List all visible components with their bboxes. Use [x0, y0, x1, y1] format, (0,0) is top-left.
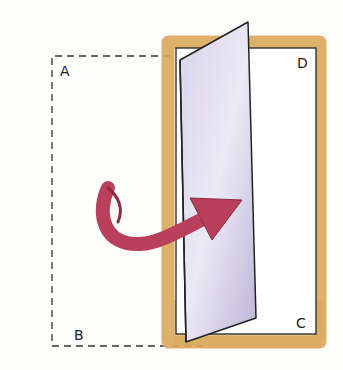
- turn-arrow: [103, 188, 205, 244]
- corner-letter: C: [296, 316, 306, 330]
- arrow-head: [190, 198, 242, 240]
- arrow-curl: [108, 188, 120, 222]
- turning-flap: [180, 22, 256, 342]
- corner-letter: D: [297, 56, 308, 70]
- corner-letter: B: [74, 328, 84, 342]
- fold-line: [180, 60, 186, 342]
- corner-letter: A: [60, 64, 70, 78]
